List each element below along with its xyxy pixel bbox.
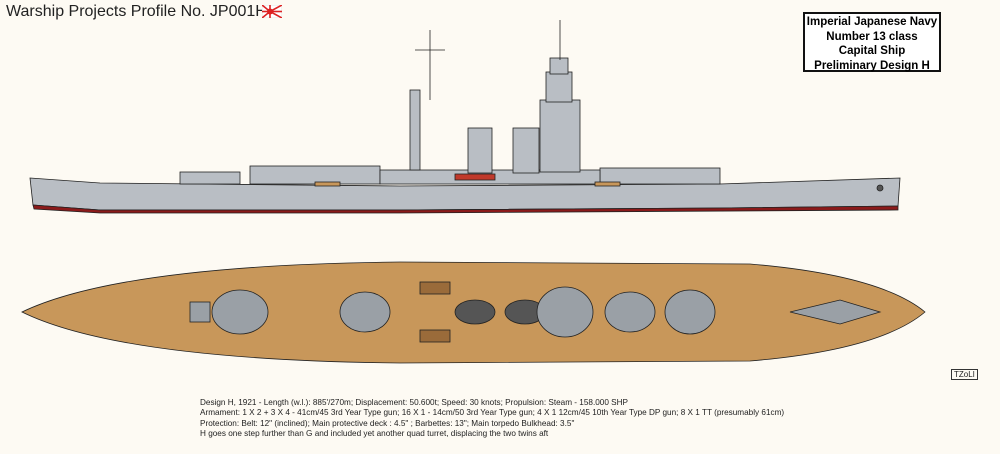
info-line: Capital Ship [838,45,906,57]
artist-signature: TZoLI [951,369,978,380]
spec-line: Armament: 1 X 2 + 3 X 4 - 41cm/45 3rd Ye… [200,408,785,418]
info-line: Preliminary Design H [814,59,930,72]
spec-line: H goes one step further than G and inclu… [200,428,549,438]
top-view [21,261,926,364]
info-line: Number 13 class [826,30,918,43]
ship-info-box: Imperial Japanese Navy Number 13 class C… [803,12,941,72]
rising-sun-flag-icon [262,5,282,18]
ship-specifications: Design H, 1921 - Length (w.l.): 885'/270… [200,398,784,439]
spec-line: Design H, 1921 - Length (w.l.): 885'/270… [200,398,629,407]
spec-line: Protection: Belt: 12" (inclined); Main p… [200,418,575,428]
side-profile [29,20,901,214]
info-line: Imperial Japanese Navy [806,16,938,28]
page-title: Warship Projects Profile No. JP001H [6,3,267,20]
